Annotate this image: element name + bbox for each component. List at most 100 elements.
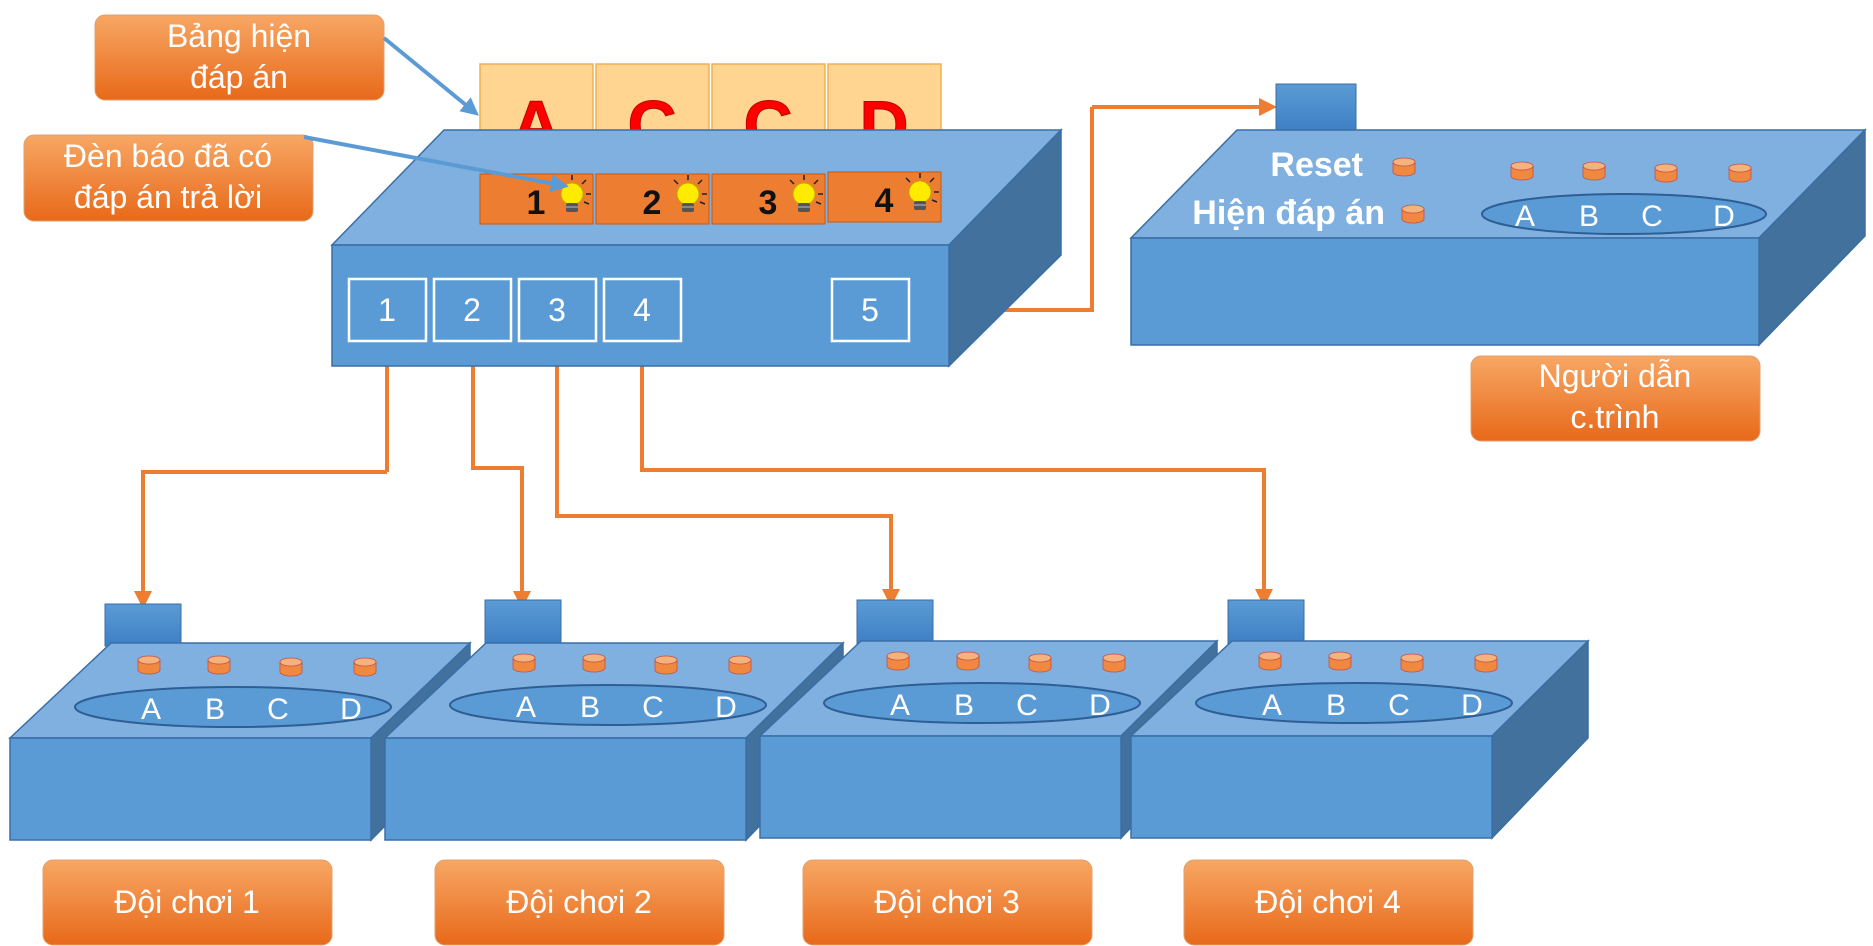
host-key-label-c: C [1641,200,1663,233]
host-console-front [1130,237,1760,346]
team-console-4: A B C D [1129,599,1590,840]
team-label-text: Đội chơi 3 [874,884,1019,920]
host-key-label-d: D [1713,200,1735,233]
hub-port-2[interactable] [432,277,513,343]
team-key-label-d: D [1089,689,1111,722]
team-key-button-d[interactable] [353,657,377,677]
team-key-label-c: C [642,691,664,724]
team-key-button-c[interactable] [279,657,303,677]
team-key-button-c[interactable] [1400,653,1424,673]
team-console-front [1130,735,1493,839]
callout-display-board: Bảng hiện đáp án [94,14,385,101]
callout-display-board-line-2: đáp án [190,59,288,95]
team-key-button-d[interactable] [1102,653,1126,673]
callout-display-board-pointer [382,36,479,116]
team-key-button-b[interactable] [956,651,980,671]
team-label-text: Đội chơi 1 [114,884,259,920]
reveal-answer-button[interactable] [1401,204,1425,224]
hub-port-label-4: 4 [633,292,651,328]
hub-port-label-3: 3 [548,292,566,328]
host-console: Reset Hiện đáp án A B C D [1129,83,1867,347]
hub-port-label-1: 1 [378,292,396,328]
lamp-number-4: 4 [875,182,894,220]
callout-indicator-line-2: đáp án trả lời [74,179,262,215]
team-key-label-a: A [141,693,161,726]
team-key-button-b[interactable] [1328,651,1352,671]
indicator-lamps: 1 2 3 4 [479,171,942,225]
connector-team-2 [464,329,531,609]
reveal-answer-label: Hiện đáp án [1192,194,1385,232]
team-key-button-c[interactable] [654,655,678,675]
team-key-label-a: A [1262,689,1282,722]
hub-port-label-2: 2 [463,292,481,328]
lamp-number-3: 3 [759,184,778,222]
reset-label: Reset [1270,146,1363,184]
team-key-button-d[interactable] [728,655,752,675]
hub-port-3[interactable] [517,277,598,343]
host-key-tray [1481,193,1767,235]
team-key-button-a[interactable] [886,651,910,671]
team-key-tray [823,682,1141,724]
host-console-plunger [1275,83,1357,133]
team-plunger [484,599,562,645]
team-console-2: A B C D [383,599,845,842]
team-key-button-b[interactable] [207,655,231,675]
team-key-button-b[interactable] [582,653,606,673]
team-key-button-a[interactable] [1258,651,1282,671]
team-key-label-d: D [715,691,737,724]
host-key-label-b: B [1579,200,1599,233]
team-label-1: Đội chơi 1 [42,859,333,946]
team-label-4: Đội chơi 4 [1183,859,1474,946]
central-hub: 1 2 3 4 1 2 3 4 5 [330,128,1063,368]
team-key-tray [74,686,392,728]
team-key-label-b: B [954,689,974,722]
team-console-front [384,737,747,841]
team-key-label-c: C [1388,689,1410,722]
team-plunger [856,599,934,645]
team-label-2: Đội chơi 2 [434,859,725,946]
hub-port-label-5: 5 [861,292,879,328]
host-key-button-c[interactable] [1654,163,1678,183]
callout-host-line-1: Người dẫn [1539,358,1692,394]
team-key-label-d: D [1461,689,1483,722]
team-label-text: Đội chơi 4 [1255,884,1400,920]
team-key-label-a: A [890,689,910,722]
callout-indicator-pointer [303,135,569,193]
team-key-label-b: B [580,691,600,724]
hub-ports [347,277,911,343]
team-console-front [9,737,372,841]
connector-team-4 [633,329,1273,607]
team-key-label-b: B [205,693,225,726]
team-key-label-d: D [340,693,362,726]
hub-port-5[interactable] [830,277,911,343]
team-key-button-a[interactable] [137,655,161,675]
team-label-text: Đội chơi 2 [506,884,651,920]
connectors [134,98,1277,609]
team-key-button-d[interactable] [1474,653,1498,673]
team-plunger [1227,599,1305,645]
callout-indicator: Đèn báo đã có đáp án trả lời [23,134,314,222]
lamp-number-2: 2 [643,184,662,222]
team-key-button-c[interactable] [1028,653,1052,673]
team-label-3: Đội chơi 3 [802,859,1093,946]
host-key-button-a[interactable] [1510,161,1534,181]
team-key-label-c: C [267,693,289,726]
team-key-tray [1195,682,1513,724]
lamp-number-1: 1 [527,184,546,222]
host-key-button-d[interactable] [1728,163,1752,183]
team-key-tray [449,684,767,726]
reset-button[interactable] [1392,157,1416,177]
team-key-label-b: B [1326,689,1346,722]
team-key-button-a[interactable] [512,653,536,673]
callout-host: Người dẫn c.trình [1470,355,1761,442]
host-key-button-b[interactable] [1582,161,1606,181]
team-key-label-a: A [516,691,536,724]
team-console-front [759,735,1122,839]
host-key-label-a: A [1515,200,1535,233]
hub-port-4[interactable] [602,277,683,343]
team-plunger [104,603,182,647]
hub-port-1[interactable] [347,277,428,343]
callout-host-line-2: c.trình [1571,399,1660,435]
